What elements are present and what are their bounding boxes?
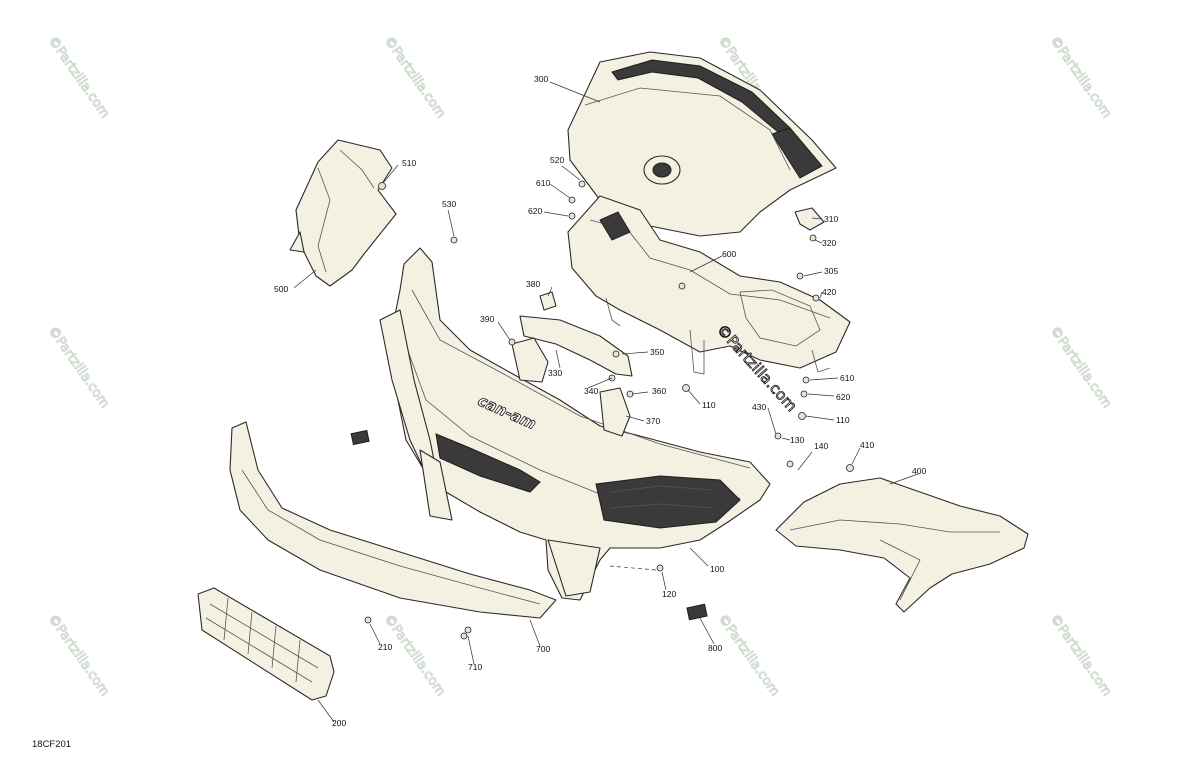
part-300-cover bbox=[567, 51, 837, 237]
part-800-decal bbox=[686, 603, 708, 621]
callout-800: 800 bbox=[708, 643, 722, 653]
diagram-code: 18CF201 bbox=[32, 739, 72, 750]
callout-370: 370 bbox=[646, 416, 660, 426]
part-600-tray bbox=[567, 195, 851, 375]
callout-610-right: 610 bbox=[840, 373, 854, 383]
fasteners bbox=[364, 180, 854, 640]
callout-140: 140 bbox=[814, 441, 828, 451]
leader-lines bbox=[293, 81, 919, 723]
callout-120: 120 bbox=[662, 589, 676, 599]
part-100-front-bumper bbox=[379, 247, 771, 601]
callout-530: 530 bbox=[442, 199, 456, 209]
callout-130: 130 bbox=[790, 435, 804, 445]
brackets-group bbox=[511, 291, 633, 437]
watermark: ©Partzilla.com bbox=[1047, 612, 1114, 699]
callout-400: 400 bbox=[912, 466, 926, 476]
part-200-grille bbox=[197, 587, 335, 701]
callout-430: 430 bbox=[752, 402, 766, 412]
callout-700: 700 bbox=[536, 644, 550, 654]
callout-100: 100 bbox=[710, 564, 724, 574]
callout-620: 620 bbox=[528, 206, 542, 216]
callout-200: 200 bbox=[332, 718, 346, 728]
callout-710: 710 bbox=[468, 662, 482, 672]
callout-300: 300 bbox=[534, 74, 548, 84]
watermark: ©Partzilla.com bbox=[45, 34, 112, 121]
callouts: 300 310 320 510 520 610 620 530 500 600 … bbox=[274, 74, 926, 728]
callout-510: 510 bbox=[402, 158, 416, 168]
decal-left bbox=[350, 429, 370, 446]
callout-330: 330 bbox=[548, 368, 562, 378]
callout-520: 520 bbox=[550, 155, 564, 165]
part-310-latch bbox=[794, 207, 825, 242]
watermark: ©Partzilla.com bbox=[1047, 324, 1114, 411]
callout-500: 500 bbox=[274, 284, 288, 294]
callout-110-right: 110 bbox=[836, 415, 850, 425]
callout-420: 420 bbox=[822, 287, 836, 297]
part-400-right-panel bbox=[775, 477, 1029, 613]
callout-620-right: 620 bbox=[836, 392, 850, 402]
callout-360: 360 bbox=[652, 386, 666, 396]
watermark: ©Partzilla.com bbox=[45, 324, 112, 411]
callout-600: 600 bbox=[722, 249, 736, 259]
watermark: ©Partzilla.com bbox=[715, 612, 782, 699]
callout-340: 340 bbox=[584, 386, 598, 396]
watermark: ©Partzilla.com bbox=[381, 612, 448, 699]
callout-410: 410 bbox=[860, 440, 874, 450]
callout-320: 320 bbox=[822, 238, 836, 248]
part-500-left-panel bbox=[289, 139, 397, 287]
callout-310: 310 bbox=[824, 214, 838, 224]
callout-350: 350 bbox=[650, 347, 664, 357]
watermark: ©Partzilla.com bbox=[381, 34, 448, 121]
callout-210: 210 bbox=[378, 642, 392, 652]
callout-390: 390 bbox=[480, 314, 494, 324]
callout-610: 610 bbox=[536, 178, 550, 188]
callout-110-upper: 110 bbox=[702, 400, 716, 410]
watermark: ©Partzilla.com bbox=[1047, 34, 1114, 121]
callout-305: 305 bbox=[824, 266, 838, 276]
watermark: ©Partzilla.com bbox=[45, 612, 112, 699]
part-700-lower-strip bbox=[229, 421, 557, 619]
callout-380: 380 bbox=[526, 279, 540, 289]
